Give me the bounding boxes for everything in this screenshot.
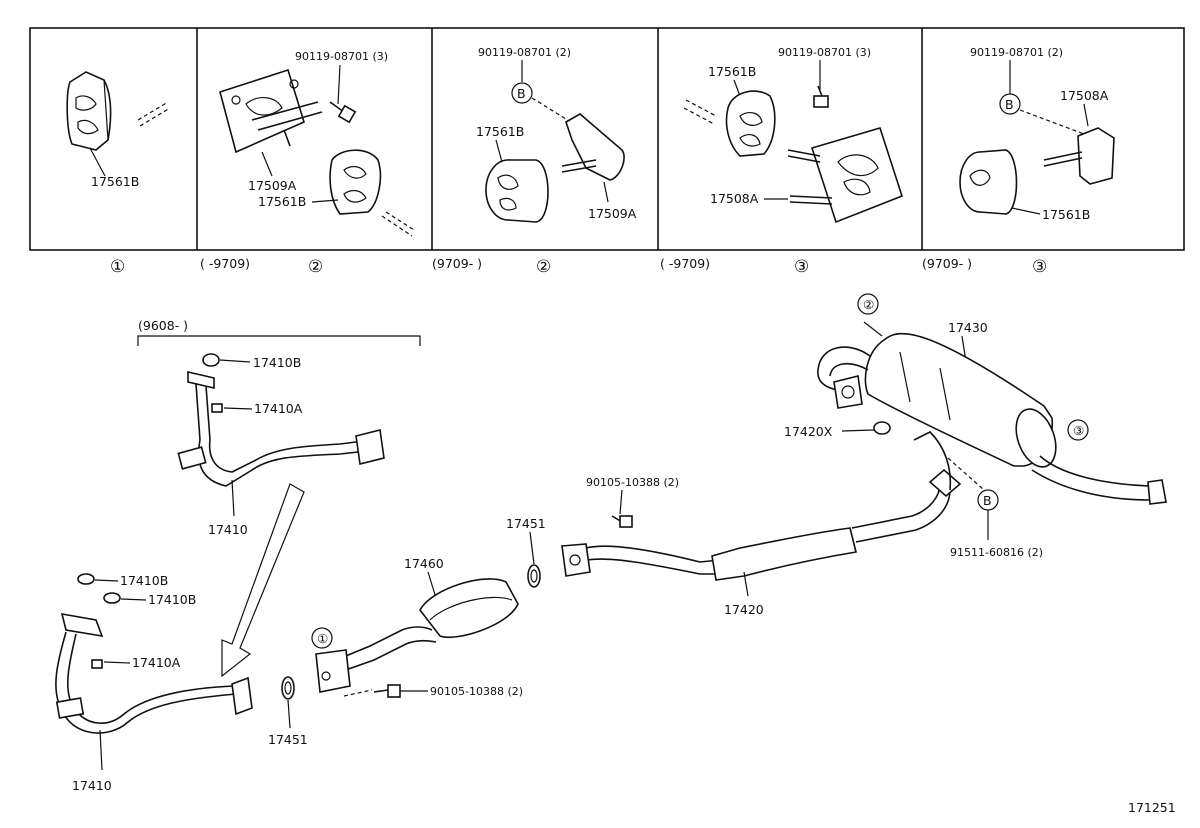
label-mount-4: 17561B [708, 64, 756, 79]
label-17410-top: 17410 [208, 522, 248, 537]
rubber-mount-icon [959, 149, 1018, 215]
rubber-mount-icon [725, 90, 776, 157]
callout-b-circle [999, 93, 1021, 115]
ref-2b: ② [536, 257, 551, 277]
label-17451-mid: 17451 [506, 516, 546, 531]
label-bracket-5: 17508A [1060, 88, 1109, 103]
ref-3b: ③ [1032, 257, 1047, 277]
front-pipe-upper: 17410B 17410A 17410 [177, 353, 385, 537]
callout-b: B [1005, 97, 1014, 112]
label-bolt-bottom: 90105-10388 (2) [430, 685, 523, 698]
label-17410a-top: 17410A [254, 401, 303, 416]
label-17410b-1: 17410B [120, 573, 168, 588]
label-17420x: 17420X [784, 424, 833, 439]
gasket-icon [103, 592, 121, 604]
callout-b-main: B [983, 493, 992, 508]
bolt-icon [611, 515, 633, 528]
label-17410a-bot: 17410A [132, 655, 181, 670]
ref-2-main: ② [863, 297, 874, 312]
label-bracket-3: 17509A [588, 206, 637, 221]
catalytic-converter: 17460 ① 90105-10388 (2) [311, 556, 523, 698]
label-mount-2: 17561B [258, 194, 306, 209]
callout-b-circle [511, 82, 533, 104]
front-pipe-lower: 17410B 17410B 17410A 17410 [55, 573, 253, 793]
bolt-icon [813, 85, 829, 108]
label-bolt-5: 90119-08701 (2) [970, 46, 1063, 59]
label-mount-1: 17561B [91, 174, 139, 189]
inset-range-row: ① ( -9709) ② (9709- ) ② ( -9709) ③ (9709… [110, 256, 1047, 277]
label-bolt-3: 90119-08701 (2) [478, 46, 571, 59]
label-17410b-2: 17410B [148, 592, 196, 607]
label-17420: 17420 [724, 602, 764, 617]
label-17410b-top: 17410B [253, 355, 301, 370]
rubber-mount-icon [66, 71, 112, 151]
label-bracket-4: 17508A [710, 191, 759, 206]
label-bolt-mid: 90105-10388 (2) [586, 476, 679, 489]
exhaust-bracket-icon [787, 127, 903, 224]
label-17430: 17430 [948, 320, 988, 335]
bracket-icon [561, 113, 625, 181]
range-9608: (9608- ) [138, 318, 188, 333]
rubber-mount-icon [329, 149, 382, 215]
range-3a: ( -9709) [660, 256, 710, 271]
gasket-icon [77, 573, 95, 585]
gasket-icon [873, 421, 891, 435]
callout-b: B [517, 86, 526, 101]
nut-icon [91, 659, 103, 669]
exhaust-bracket-icon [219, 68, 323, 154]
gasket-icon [202, 353, 220, 367]
inset-frame [29, 27, 1185, 251]
gasket-17451-mid: 17451 [506, 516, 546, 588]
label-17451-left: 17451 [268, 732, 308, 747]
inset-panel-5: 90119-08701 (2) B 17508A 17561B [959, 46, 1115, 222]
ref-1-main: ① [317, 631, 328, 646]
range-2a: ( -9709) [200, 256, 250, 271]
rubber-mount-icon [485, 159, 549, 223]
footer-code: 171251 [1128, 800, 1176, 815]
ref-3a: ③ [794, 257, 809, 277]
bolt-icon [373, 684, 401, 698]
label-bolt-right: 91511-60816 (2) [950, 546, 1043, 559]
nut-icon [211, 403, 223, 413]
label-bolt-2: 90119-08701 (3) [295, 50, 388, 63]
center-pipe: 90105-10388 (2) 17420 [561, 468, 962, 617]
label-mount-5: 17561B [1042, 207, 1090, 222]
label-17460: 17460 [404, 556, 444, 571]
label-mount-3: 17561B [476, 124, 524, 139]
label-bracket-2: 17509A [248, 178, 297, 193]
ref-1: ① [110, 257, 125, 277]
ref-2a: ② [308, 257, 323, 277]
bolt-icon [329, 101, 357, 124]
inset-panel-1: 17561B [66, 71, 171, 189]
inset-panel-3: 90119-08701 (2) B 17561B 17509A [476, 46, 637, 223]
gasket-17451-left: 17451 [268, 676, 308, 747]
bracket-icon [1043, 127, 1115, 185]
range-3b: (9709- ) [922, 256, 972, 271]
range-2b: (9709- ) [432, 256, 482, 271]
muffler-assembly: ② 17430 ③ 17420X B 91511-60816 (2) [784, 293, 1167, 559]
label-17410-bot: 17410 [72, 778, 112, 793]
supersession-arrow [221, 483, 305, 678]
inset-panel-2: 90119-08701 (3) 17509A 17561B [219, 50, 415, 237]
ref-3-main: ③ [1073, 423, 1084, 438]
label-bolt-4: 90119-08701 (3) [778, 46, 871, 59]
inset-panel-4: 90119-08701 (3) 17561B 17508A [683, 46, 903, 224]
range-bracket-9608: (9608- ) [137, 318, 421, 346]
